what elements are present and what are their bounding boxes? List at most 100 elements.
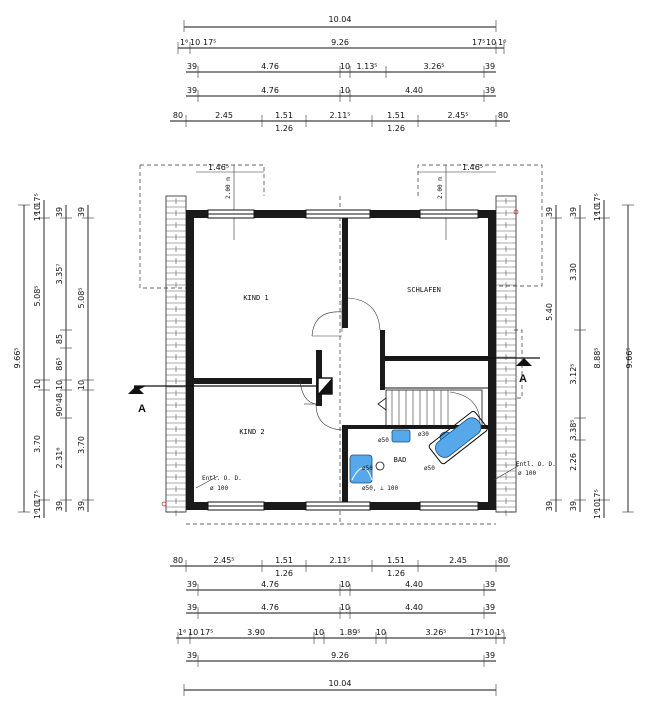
dim-right-c3-c: 39 [545, 501, 554, 511]
dim-bot-r4-e: 10 [314, 628, 324, 637]
dim-left-c2-a: 39 [55, 207, 64, 217]
dim-top-r4-c: 10 [340, 86, 350, 95]
dim-top-r4-a: 39 [187, 86, 197, 95]
dim-top-r4-d: 4.40 [405, 86, 423, 95]
dormer-left-height: 2.00 m [225, 177, 232, 199]
dim-left-c1-e: 10 [33, 379, 42, 389]
dim-left-c3-d: 3.70 [77, 436, 86, 454]
dim-top-r5-d: 2.11⁵ [329, 111, 350, 120]
dim-bot-total: 10.04 [329, 679, 352, 688]
dim-left-c2-i: 39 [55, 501, 64, 511]
dim-bot-r2-a: 39 [187, 580, 197, 589]
dim-bot-r1-a: 80 [173, 556, 183, 565]
washbasin [391, 429, 411, 443]
dim-right-c1-a: 17⁵ [593, 193, 602, 206]
dim-top-r3-c: 10 [340, 62, 350, 71]
bottom-dimension-chains: 80 2.45⁵ 1.51 2.11⁵ 1.51 2.45 80 1.26 1.… [170, 556, 510, 696]
dim-bot-r3-e: 39 [485, 603, 495, 612]
dim-top-r3-d: 1.13⁵ [356, 62, 377, 71]
dim-left-c2-h: 2.31⁶ [55, 447, 64, 468]
doors [299, 297, 381, 431]
dim-bot-r2-e: 39 [485, 580, 495, 589]
pipe-label-3: ø30 [418, 431, 429, 438]
dim-bot-r1-sub-a: 1.26 [275, 569, 293, 578]
dim-bot-r4-k: 1⁶ [496, 628, 504, 637]
dim-top-r3-b: 4.76 [261, 62, 279, 71]
section-marker-right-arrow [516, 358, 532, 366]
dim-left-outer: 9.66⁵ [13, 347, 22, 368]
dim-top-r5-a: 80 [173, 111, 183, 120]
dim-top-r4-b: 4.76 [261, 86, 279, 95]
corner-marker [513, 209, 519, 215]
section-marker-left: A [138, 403, 146, 415]
left-dimension-chains: 9.66⁵ 1⁶ 10 17⁵ 5.08⁵ 10 3.70 17⁵ 10 1⁶ … [13, 193, 94, 519]
dim-left-c1-g: 17⁵ [33, 490, 42, 503]
dim-left-c3-e: 39 [77, 501, 86, 511]
dim-top-total: 10.04 [329, 15, 352, 24]
dim-top-r2-g: 1⁶ [498, 38, 506, 47]
pipe-label-1: ø50 [378, 437, 389, 444]
dim-bot-r4-c: 17⁵ [200, 628, 213, 637]
dormer-right-height: 2.00 m [437, 177, 444, 199]
dim-right-c2-f: 39 [569, 501, 578, 511]
dim-left-c1-h: 10 [33, 502, 42, 512]
dim-left-c2-e: 86⁵ [55, 357, 64, 370]
dim-left-c2-d: 10 [55, 380, 64, 390]
dim-top-r5-sub-a: 1.26 [275, 124, 293, 133]
dim-right-c1-d: 8.88⁵ [593, 347, 602, 368]
dim-top-r5-f: 2.45⁵ [447, 111, 468, 120]
dormer-left-width: 1.46⁵ [208, 163, 229, 172]
dim-left-c2-f: 48 [55, 393, 64, 403]
dim-top-r2-f: 10 [486, 38, 496, 47]
dim-bot-r4-b: 10 [188, 628, 198, 637]
dim-left-c1-a: 1⁶ [33, 213, 42, 221]
dim-left-c2-b: 3.35⁷ [55, 263, 64, 284]
room-labels: KIND 1 SCHLAFEN KIND 2 BAD [239, 286, 441, 464]
section-marker-left-arrow [128, 386, 144, 394]
dim-bot-r2-c: 10 [340, 580, 350, 589]
dim-bot-r4-f: 1.89⁵ [339, 628, 360, 637]
room-label-bad: BAD [394, 456, 407, 464]
corner-marker [161, 501, 167, 507]
staircase [377, 389, 483, 427]
exterior-walls [186, 209, 496, 511]
dim-bot-r1-c: 1.51 [275, 556, 293, 565]
top-dimension-chains: 10.04 1⁶ 10 17⁵ 9.26 17⁵ 10 1⁶ 39 4.76 1… [170, 15, 510, 133]
vent-right-line2: ø 100 [518, 470, 536, 477]
dim-right-c2-b: 3.30 [569, 263, 578, 281]
dim-top-r4-e: 39 [485, 86, 495, 95]
dim-bot-r1-b: 2.45⁵ [213, 556, 234, 565]
dim-bot-r5-b: 9.26 [331, 651, 349, 660]
dim-bot-r5-c: 39 [485, 651, 495, 660]
dim-top-r3-f: 39 [485, 62, 495, 71]
pipe-label-2: ø50 [362, 465, 373, 472]
dim-top-r2-c: 17⁵ [203, 38, 216, 47]
dim-left-c3-c: 10 [77, 380, 86, 390]
dim-bot-r4-h: 3.26⁵ [425, 628, 446, 637]
vent-left-line2: ø 100 [210, 485, 228, 492]
dim-left-c2-g: 90⁵ [55, 403, 64, 416]
dim-top-r2-d: 9.26 [331, 38, 349, 47]
dim-right-c1-b: 10 [593, 205, 602, 215]
dim-top-r5-c: 1.51 [275, 111, 293, 120]
dim-right-c1-f: 10 [593, 502, 602, 512]
dim-left-c3-a: 39 [77, 207, 86, 217]
dim-right-c2-c: 3.12⁵ [569, 363, 578, 384]
interior-walls [194, 218, 488, 502]
dim-top-r3-a: 39 [187, 62, 197, 71]
dim-top-r3-e: 3.26⁵ [423, 62, 444, 71]
dim-bot-r3-d: 4.40 [405, 603, 423, 612]
dim-top-r2-a: 1⁶ [180, 38, 188, 47]
dim-right-c3-a: 39 [545, 207, 554, 217]
bath-fixtures [349, 411, 488, 484]
dim-left-c3-b: 5.08⁵ [77, 287, 86, 308]
right-dimension-chains: 39 5.40 39 39 3.30 3.12⁵ 3.38⁵ 2.26 39 1… [545, 193, 634, 519]
dim-left-c2-c: 85 [55, 334, 64, 344]
dim-bot-r1-f: 2.45 [449, 556, 467, 565]
dim-bot-r1-d: 2.11⁵ [329, 556, 350, 565]
dim-right-c2-e: 2.26 [569, 453, 578, 471]
dim-bot-r4-a: 1⁶ [178, 628, 186, 637]
dim-bot-r4-i: 17⁵ [470, 628, 483, 637]
dim-bot-r2-d: 4.40 [405, 580, 423, 589]
dim-left-c1-i: 1⁶ [33, 511, 42, 519]
